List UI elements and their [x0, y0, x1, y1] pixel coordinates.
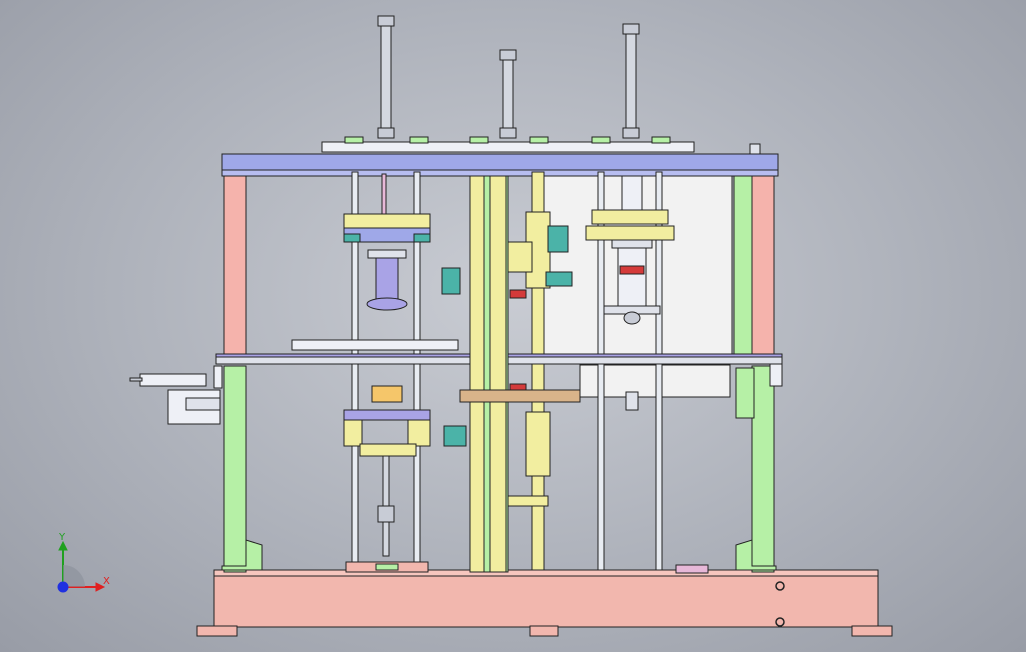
triad-x-label: X: [103, 576, 110, 587]
guide-rod-3: [597, 171, 605, 571]
left-lower-upper-ring: [371, 385, 403, 403]
top-corner-bracket: [749, 143, 761, 155]
left-press-teal-right: [413, 233, 431, 243]
left-press-cylinder: [375, 255, 399, 301]
right-side-bracket-lower: [735, 367, 755, 419]
center-teal-sensor-1: [547, 225, 569, 253]
base-hole-bottom: [775, 617, 785, 627]
base-top-strip: [213, 569, 879, 577]
top-cylinder-3: [625, 31, 637, 133]
top-cylinder-3-cap: [622, 23, 640, 35]
center-teal-sensor-2: [545, 271, 573, 287]
top-cover-pad-4: [529, 136, 549, 144]
foot-left: [196, 625, 238, 637]
center-tan-block: [459, 389, 581, 403]
triad-origin: [57, 581, 69, 593]
center-teal-sensor-3: [441, 267, 461, 295]
triad-y-arrow: [58, 540, 68, 551]
left-actuator-mount: [213, 365, 223, 389]
triad-x-arrow: [95, 582, 106, 592]
top-cylinder-2-cap: [499, 49, 517, 61]
foot-mid: [529, 625, 559, 637]
foot-right: [851, 625, 893, 637]
center-slide-yellow: [489, 175, 507, 573]
left-press-teal-left: [343, 233, 361, 243]
right-press-tip: [623, 311, 641, 325]
left-lower-plate: [343, 409, 431, 421]
left-lower-cylinder: [377, 505, 395, 523]
left-lower-foot: [375, 563, 399, 571]
pillar-right-gusset: [735, 539, 777, 571]
pillar-left-lower: [223, 365, 247, 573]
left-actuator-body: [139, 373, 207, 387]
right-press-plate: [585, 225, 675, 241]
triad-y-label: Y: [59, 532, 66, 543]
center-yellow-block-bottom: [525, 411, 551, 477]
pillar-left-gusset: [221, 539, 263, 571]
top-cover: [321, 141, 695, 153]
top-cylinder-1-cap: [377, 15, 395, 27]
pillar-left-upper: [223, 175, 247, 357]
pillar-right-upper: [751, 175, 775, 357]
right-side-bracket-upper: [733, 175, 753, 355]
center-teal-sensor-4: [443, 425, 467, 447]
left-lower-crossbar: [359, 443, 417, 457]
top-cover-pad-5: [591, 136, 611, 144]
top-cover-pad-6: [651, 136, 671, 144]
left-actuator-guide: [185, 397, 221, 411]
left-lower-block-right: [407, 419, 431, 447]
right-press-top-bar: [591, 209, 669, 225]
triad-arc: [63, 565, 85, 587]
center-small-bracket: [625, 391, 639, 411]
top-plate: [221, 153, 779, 173]
left-press-flange-top: [367, 249, 407, 259]
left-lower-block-left: [343, 419, 363, 447]
guide-rod-4: [655, 171, 663, 571]
center-red-band-top: [509, 289, 527, 299]
right-small-bracket: [769, 363, 783, 387]
left-actuator-rod: [129, 377, 143, 382]
center-yellow-arm-top: [507, 241, 533, 273]
right-press-top-block: [621, 175, 643, 211]
back-panel-lower: [579, 364, 731, 398]
coordinate-triad: [57, 540, 106, 593]
left-press-pink-rod: [381, 173, 387, 215]
top-cylinder-1: [380, 23, 392, 133]
center-yellow-arm-lower: [507, 495, 549, 507]
pillar-right-lower: [751, 365, 775, 573]
top-plate-bottom-strip: [221, 169, 779, 177]
base-pad-right: [675, 564, 709, 574]
top-cylinder-3-base: [622, 127, 640, 139]
base-hole-top: [775, 581, 785, 591]
top-cover-pad-1: [344, 136, 364, 144]
left-press-bottom: [366, 297, 408, 311]
right-press-collar: [611, 239, 653, 249]
top-cylinder-2-base: [499, 127, 517, 139]
left-press-upper-block: [343, 213, 431, 229]
middle-plate-slider: [291, 339, 459, 351]
top-cylinder-2: [502, 57, 514, 133]
top-cover-pad-2: [409, 136, 429, 144]
top-cover-pad-3: [469, 136, 489, 144]
top-cylinder-1-base: [377, 127, 395, 139]
right-press-red-coil: [619, 265, 645, 275]
right-press-column: [617, 247, 647, 307]
